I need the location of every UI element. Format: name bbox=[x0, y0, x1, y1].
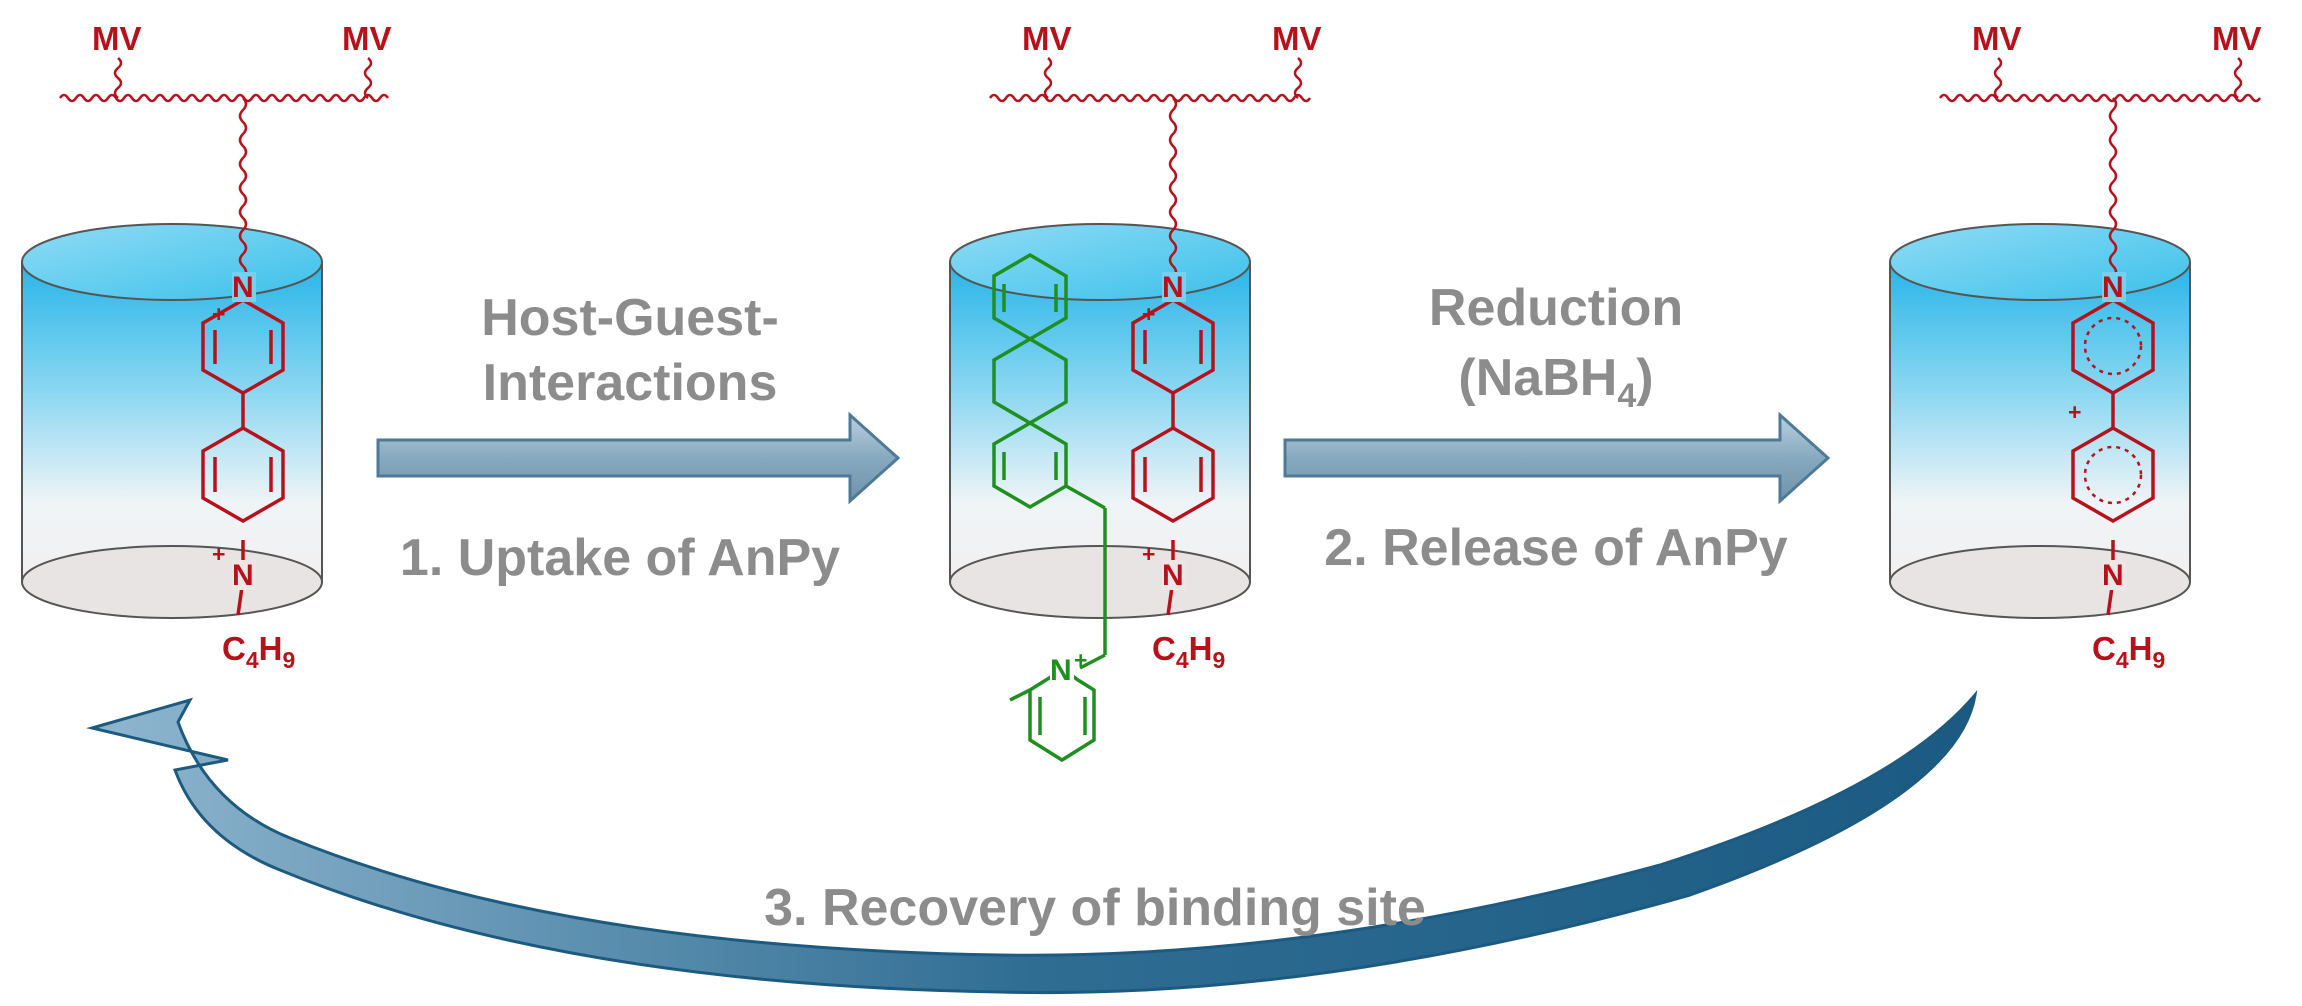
uptake-arrow bbox=[376, 411, 901, 505]
uptake-step-label: 1. Uptake of AnPy bbox=[400, 529, 840, 587]
polymer-backbone-1 bbox=[58, 57, 390, 298]
release-label-line1: Reduction bbox=[1429, 279, 1683, 337]
release-label-line2: (NaBH4) bbox=[1458, 349, 1653, 415]
mv-label-1a: MV bbox=[92, 20, 142, 57]
viologen-labels-1: N + N + C4H9 bbox=[212, 271, 295, 673]
nitrogen-top-3: N bbox=[2102, 271, 2124, 304]
nitrogen-bottom-2: N bbox=[1162, 559, 1184, 592]
nitrogen-top-1: N bbox=[232, 271, 254, 304]
nitrogen-bottom-3: N bbox=[2102, 559, 2124, 592]
uptake-label-line2: Interactions bbox=[483, 354, 778, 412]
nitrogen-top-2: N bbox=[1162, 271, 1184, 304]
viologen-labels-2: N + N + C4H9 bbox=[1142, 271, 1225, 673]
charge-bottom-2: + bbox=[1142, 541, 1155, 567]
charge-top-1: + bbox=[212, 301, 225, 327]
mv-label-3a: MV bbox=[1972, 20, 2022, 57]
polymer-backbone-3 bbox=[1938, 57, 2262, 298]
viologen-structure-1 bbox=[201, 297, 285, 616]
mv-label-2b: MV bbox=[1272, 20, 1322, 57]
mv-label-3b: MV bbox=[2212, 20, 2262, 57]
cucurbituril-cylinder-3 bbox=[1889, 223, 2191, 619]
viologen-labels-3: N + N C4H9 bbox=[2068, 271, 2165, 673]
charge-guest: + bbox=[1074, 647, 1087, 673]
butyl-label-3: C4H9 bbox=[2092, 630, 2165, 673]
charge-top-2: + bbox=[1142, 301, 1155, 327]
recovery-curved-arrow bbox=[86, 689, 1978, 995]
radical-charge-3: + bbox=[2068, 399, 2081, 425]
charge-bottom-1: + bbox=[212, 541, 225, 567]
anpy-labels: N + bbox=[1050, 647, 1087, 687]
anpy-guest-structure bbox=[992, 252, 1107, 763]
mv-label-2a: MV bbox=[1022, 20, 1072, 57]
viologen-structure-2 bbox=[1131, 297, 1215, 616]
butyl-label-2: C4H9 bbox=[1152, 630, 1225, 673]
butyl-label-1: C4H9 bbox=[222, 630, 295, 673]
uptake-label-line1: Host-Guest- bbox=[481, 289, 779, 347]
nitrogen-bottom-1: N bbox=[232, 559, 254, 592]
cucurbituril-cylinder-1 bbox=[21, 223, 323, 619]
nitrogen-guest: N bbox=[1050, 654, 1072, 687]
release-step-label: 2. Release of AnPy bbox=[1324, 519, 1787, 577]
recovery-step-label: 3. Recovery of binding site bbox=[764, 879, 1426, 937]
mv-label-1b: MV bbox=[342, 20, 392, 57]
release-arrow bbox=[1283, 411, 1831, 505]
